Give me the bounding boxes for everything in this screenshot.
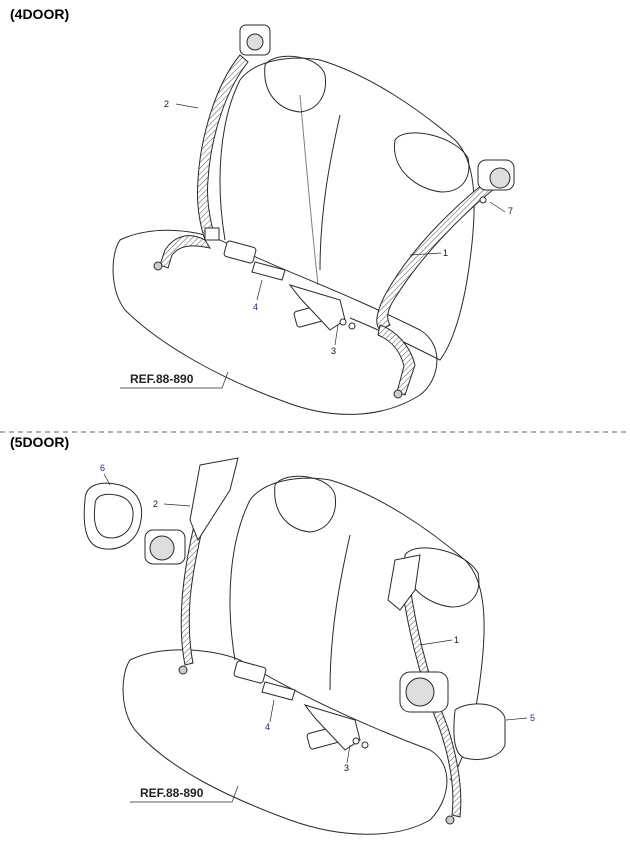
callout-3-5door: 3 [344, 763, 349, 773]
seat-4door [112, 55, 475, 415]
section-title-5door: (5DOOR) [10, 434, 70, 450]
seat-belt-right-5door [387, 554, 462, 825]
trim-cover-6 [83, 482, 143, 550]
callout-2-4door: 2 [164, 99, 169, 109]
seat-5door [122, 475, 485, 835]
seat-belt-right-4door [376, 159, 515, 399]
callout-3-4door: 3 [331, 346, 336, 356]
callout-4-5door: 4 [265, 722, 270, 732]
callout-1-4door: 1 [443, 248, 448, 258]
callout-1-5door: 1 [454, 635, 459, 645]
seat-belt-left-5door [144, 457, 239, 675]
buckle-assembly-5door [233, 660, 369, 751]
callout-7-4door: 7 [508, 206, 513, 216]
callouts-5door [103, 473, 528, 803]
trim-cover-5 [453, 703, 506, 760]
callout-4-4door: 4 [253, 302, 258, 312]
section-title-4door: (4DOOR) [10, 6, 70, 22]
callout-6-5door: 6 [100, 463, 105, 473]
buckle-assembly-4door [223, 240, 356, 331]
seat-belt-left-4door [153, 24, 271, 271]
callout-5-5door: 5 [530, 713, 535, 723]
callouts-4door [120, 103, 506, 389]
ref-label-5door: REF.88-890 [140, 786, 204, 800]
callout-2-5door: 2 [153, 499, 158, 509]
ref-label-4door: REF.88-890 [130, 372, 194, 386]
